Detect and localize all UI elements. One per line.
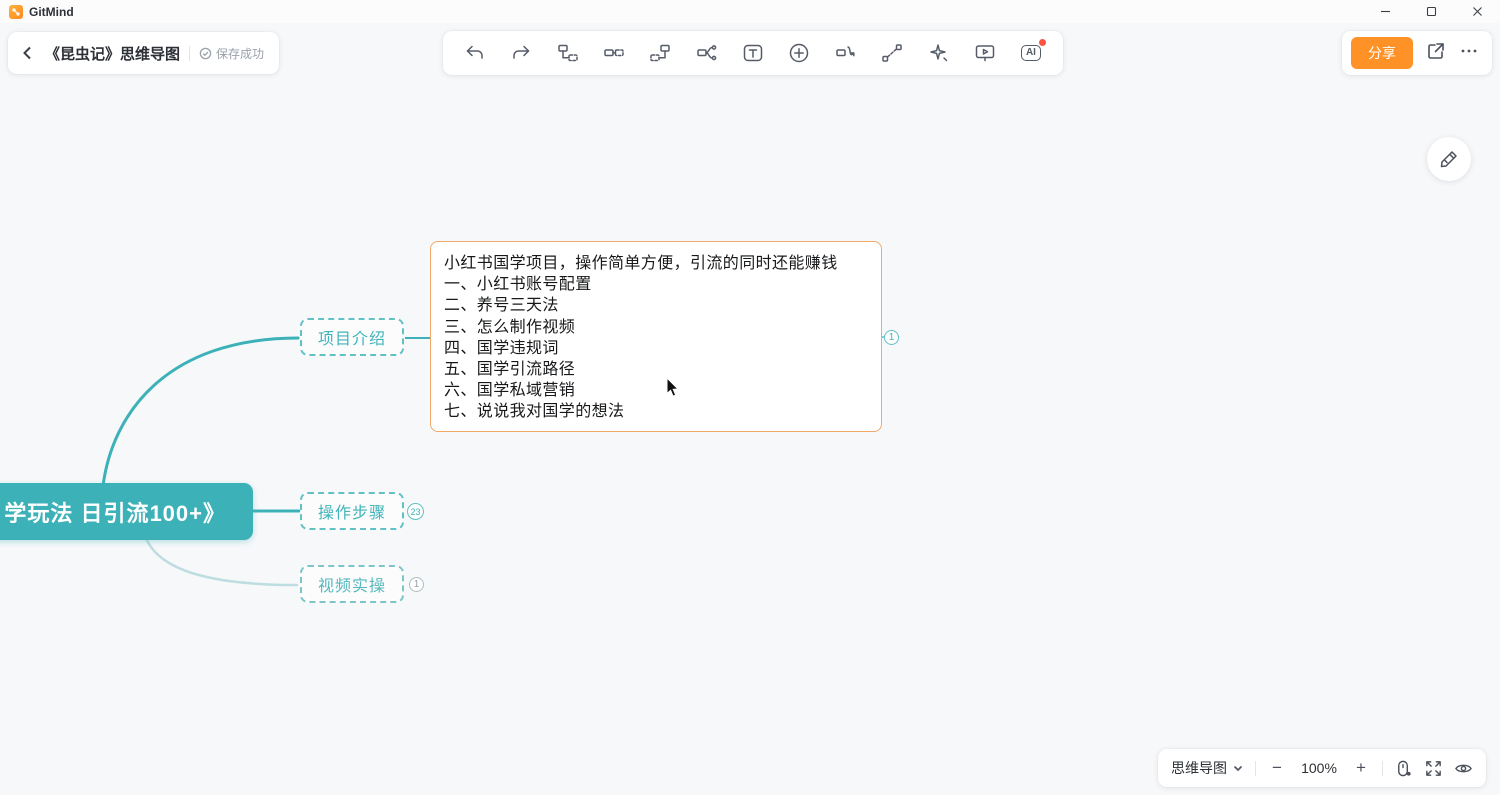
- relation-line-icon: [881, 42, 903, 64]
- text-tool-icon: [742, 42, 764, 64]
- detail-line: 二、养号三天法: [444, 295, 559, 316]
- pen-ruler-icon: [1438, 148, 1460, 170]
- collapse-badge-project[interactable]: 1: [884, 330, 899, 345]
- document-header: 《昆虫记》思维导图 保存成功: [8, 32, 279, 74]
- detail-line: 一、小红书账号配置: [444, 274, 592, 295]
- branch-video-label: 视频实操: [318, 572, 386, 596]
- chevron-down-icon: [1232, 762, 1244, 774]
- fit-screen-button[interactable]: [1424, 759, 1443, 778]
- redo-icon: [510, 42, 532, 64]
- laser-pointer-icon: [927, 42, 949, 64]
- redo-button[interactable]: [505, 37, 537, 69]
- detail-node[interactable]: 小红书国学项目，操作简单方便，引流的同时还能赚钱 一、小红书账号配置 二、养号三…: [430, 241, 882, 432]
- window-titlebar: GitMind: [0, 0, 1500, 23]
- back-button[interactable]: [20, 45, 36, 61]
- undo-button[interactable]: [459, 37, 491, 69]
- collapse-badge-video[interactable]: 1: [409, 577, 424, 592]
- divider: [1382, 761, 1383, 776]
- divider: [189, 46, 190, 61]
- text-tool-button[interactable]: [737, 37, 769, 69]
- branch-steps-label: 操作步骤: [318, 499, 386, 523]
- layout-mode-select[interactable]: 思维导图: [1171, 758, 1244, 778]
- insert-branch-button[interactable]: [691, 37, 723, 69]
- fullscreen-icon: [1424, 759, 1443, 778]
- insert-child-node-button[interactable]: [598, 37, 630, 69]
- app-name: GitMind: [29, 5, 74, 19]
- laser-pointer-button[interactable]: [922, 37, 954, 69]
- root-node[interactable]: 学玩法 日引流100+》: [0, 483, 253, 540]
- eye-icon: [1454, 759, 1473, 778]
- summary-button[interactable]: [830, 37, 862, 69]
- close-button[interactable]: [1454, 0, 1500, 23]
- more-dots-icon: [1459, 41, 1479, 61]
- zoom-level: 100%: [1298, 760, 1340, 776]
- detail-line: 六、国学私域营销: [444, 380, 575, 401]
- root-node-label: 学玩法 日引流100+》: [4, 496, 226, 528]
- more-button[interactable]: [1459, 41, 1479, 66]
- drag-mode-button[interactable]: [1394, 759, 1413, 778]
- detail-line: 四、国学违规词: [444, 338, 559, 359]
- gitmind-logo-icon: [9, 5, 23, 19]
- maximize-button[interactable]: [1408, 0, 1454, 23]
- sibling-node-icon: [557, 42, 579, 64]
- branch-node-steps[interactable]: 操作步骤: [300, 492, 404, 530]
- summary-icon: [835, 42, 857, 64]
- mouse-cursor: [666, 378, 682, 403]
- minimize-button[interactable]: [1362, 0, 1408, 23]
- zoom-in-button[interactable]: +: [1351, 758, 1371, 778]
- divider: [1255, 761, 1256, 776]
- detail-line: 七、说说我对国学的想法: [444, 401, 624, 422]
- presentation-button[interactable]: [969, 37, 1001, 69]
- export-icon: [1426, 41, 1446, 61]
- child-node-icon: [603, 42, 625, 64]
- collapse-badge-steps[interactable]: 23: [407, 503, 424, 520]
- zoom-out-button[interactable]: −: [1267, 758, 1287, 778]
- insert-sibling-node-button[interactable]: [552, 37, 584, 69]
- insert-parent-node-button[interactable]: [644, 37, 676, 69]
- mouse-icon: [1394, 759, 1413, 778]
- detail-line: 五、国学引流路径: [444, 359, 575, 380]
- undo-icon: [464, 42, 486, 64]
- branch-project-label: 项目介绍: [318, 325, 386, 349]
- share-button[interactable]: 分享: [1351, 37, 1413, 69]
- branch-node-project[interactable]: 项目介绍: [300, 318, 404, 356]
- branch-node-video[interactable]: 视频实操: [300, 565, 404, 603]
- branch-node-icon: [696, 42, 718, 64]
- share-toolbar: 分享: [1342, 31, 1492, 75]
- document-title[interactable]: 《昆虫记》思维导图: [45, 43, 180, 64]
- save-status: 保存成功: [199, 45, 264, 62]
- drawing-tools-button[interactable]: [1427, 137, 1471, 181]
- notification-dot: [1039, 39, 1046, 46]
- ai-icon: AI: [1021, 45, 1041, 61]
- check-circle-icon: [199, 47, 212, 60]
- preview-button[interactable]: [1454, 759, 1473, 778]
- presentation-icon: [974, 42, 996, 64]
- relation-button[interactable]: [876, 37, 908, 69]
- main-toolbar: AI: [443, 31, 1063, 75]
- ai-assistant-button[interactable]: AI: [1015, 37, 1047, 69]
- parent-node-icon: [649, 42, 671, 64]
- insert-button[interactable]: [783, 37, 815, 69]
- export-button[interactable]: [1426, 41, 1446, 66]
- detail-line: 小红书国学项目，操作简单方便，引流的同时还能赚钱: [444, 253, 838, 274]
- save-status-label: 保存成功: [216, 45, 264, 62]
- canvas-status-bar: 思维导图 − 100% +: [1158, 749, 1486, 787]
- detail-line: 三、怎么制作视频: [444, 317, 575, 338]
- layout-mode-label: 思维导图: [1171, 758, 1227, 778]
- plus-circle-icon: [788, 42, 810, 64]
